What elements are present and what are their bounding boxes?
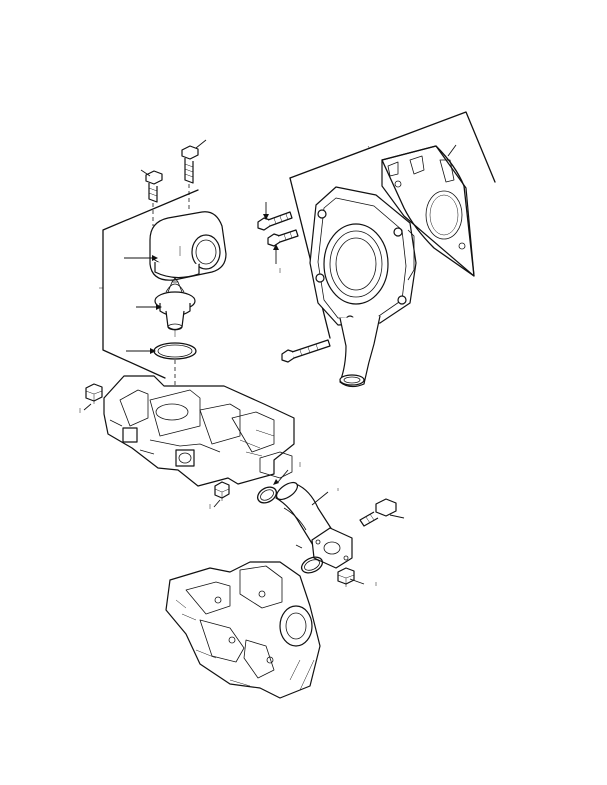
pump-bolt-long	[281, 339, 331, 363]
leader-lines	[83, 139, 457, 585]
thermostat-o-ring	[153, 342, 197, 360]
outlet-o-ring-lower	[300, 556, 324, 574]
outlet-o-ring-upper	[257, 486, 277, 504]
water-pump-gasket	[381, 145, 475, 277]
housing-bolt-short	[145, 170, 163, 226]
water-pump-group-bracket	[289, 111, 496, 183]
callout-ticks	[79, 145, 377, 586]
water-pump	[309, 186, 417, 388]
plug-nut-left	[85, 383, 103, 404]
thermostat-group-bracket	[102, 189, 199, 379]
pump-bolt-middle	[267, 229, 299, 247]
pump-bolt-upper	[257, 211, 293, 231]
housing-bolt-long	[181, 145, 199, 210]
water-outlet-tube	[275, 481, 353, 569]
thermostat	[154, 277, 196, 337]
timing-gear-housing	[165, 561, 321, 699]
outlet-nut	[337, 567, 355, 587]
cylinder-head	[103, 375, 295, 487]
outlet-bolt	[359, 498, 397, 527]
plug-nut-middle	[214, 481, 230, 501]
thermostat-housing	[149, 211, 227, 281]
